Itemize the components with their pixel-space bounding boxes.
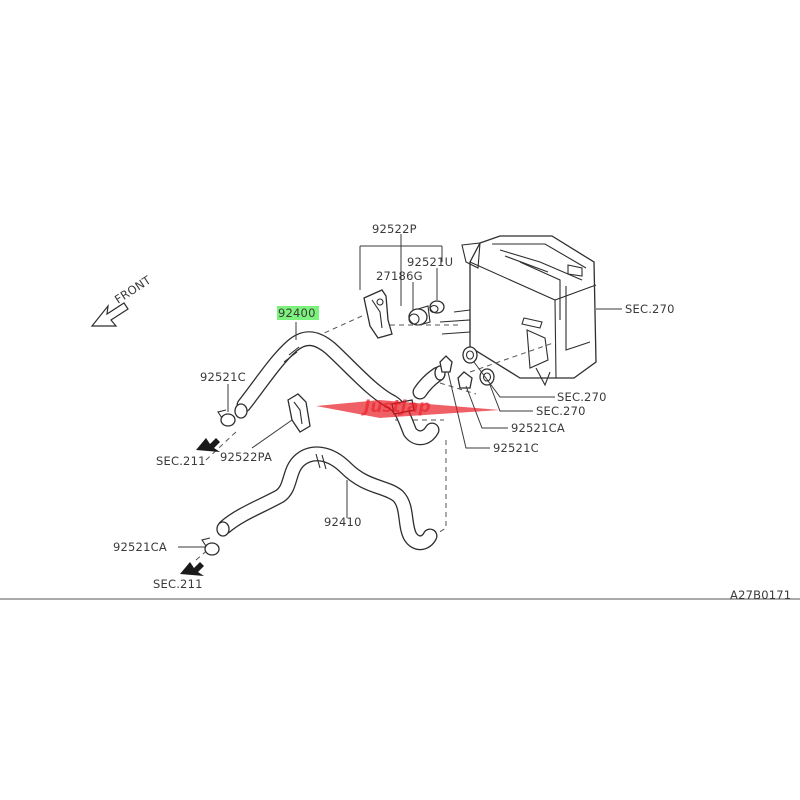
- svg-text:JustJap: JustJap: [361, 397, 431, 417]
- label-92521c-left: 92521C: [200, 370, 246, 384]
- label-92400: 92400: [278, 306, 316, 320]
- clamp-92521ca-right: [457, 371, 473, 389]
- leader-92522p: [359, 234, 443, 306]
- label-27186g: 27186G: [376, 269, 423, 283]
- clamp-92521c-left: [217, 409, 236, 427]
- leader-sec270-mid: [473, 361, 555, 398]
- diagram-code: A27B0171: [730, 588, 791, 602]
- bracket-92522p: [363, 289, 393, 339]
- label-92521ca-left: 92521CA: [113, 540, 167, 554]
- label-92521ca-right: 92521CA: [511, 421, 565, 435]
- hose-92410: [217, 446, 438, 551]
- leader-92521ca-right: [465, 385, 508, 429]
- guide-clamp: [439, 382, 477, 395]
- label-sec211-upper: SEC.211: [156, 454, 206, 468]
- grommet-27186g: [408, 305, 431, 326]
- grommet-sec270-low: [479, 368, 495, 386]
- guide-mid: [469, 341, 557, 373]
- label-sec270-mid: SEC.270: [557, 390, 607, 404]
- front-arrow-icon: [90, 302, 129, 327]
- label-sec270-top: SEC.270: [625, 302, 675, 316]
- sec211-lower-arrow-icon: [180, 562, 204, 576]
- grommet-sec270-mid: [462, 346, 478, 364]
- label-92522pa: 92522PA: [220, 450, 272, 464]
- highlight-92400: [277, 306, 319, 320]
- leader-92522pa: [251, 419, 293, 449]
- guide-lower: [429, 440, 447, 539]
- guide-sec211-lower: [195, 547, 211, 561]
- hose-92410-end: [216, 521, 230, 537]
- guide-left: [205, 429, 239, 461]
- clamp-92521c-right: [439, 355, 453, 373]
- label-sec211-lower: SEC.211: [153, 577, 203, 591]
- sec211-upper-arrow-icon: [196, 438, 220, 452]
- clamp-92521ca-left: [201, 537, 220, 556]
- heater-unit: [439, 235, 597, 387]
- label-sec270-low: SEC.270: [536, 404, 586, 418]
- watermark-logo: JustJap: [316, 397, 500, 418]
- guide-bracket: [321, 315, 363, 335]
- label-92521u: 92521U: [407, 255, 453, 269]
- label-92521c-right: 92521C: [493, 441, 539, 455]
- bracket-92522pa: [287, 393, 311, 433]
- hose-92400: [236, 331, 446, 446]
- grommet-92521u: [429, 300, 445, 314]
- leader-92521c-right: [447, 371, 490, 449]
- leader-sec270-low: [489, 384, 533, 412]
- label-92410: 92410: [324, 515, 362, 529]
- hose-92400-end: [234, 403, 248, 419]
- front-label: FRONT: [112, 272, 154, 306]
- label-92522p: 92522P: [372, 222, 417, 236]
